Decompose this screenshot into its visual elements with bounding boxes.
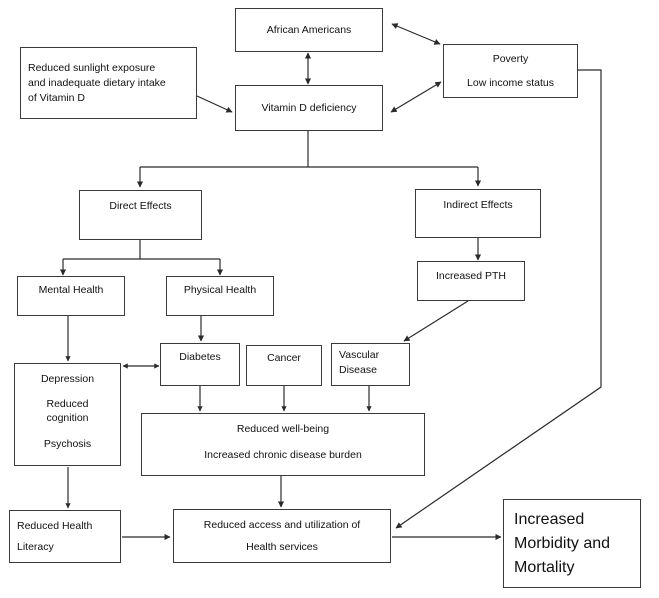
node-depression-line-2: Reduced — [46, 398, 89, 411]
node-indirect-effects-line-1: Indirect Effects — [443, 199, 513, 211]
node-african-americans[interactable]: African Americans — [235, 8, 383, 52]
node-increased-pth[interactable]: Increased PTH — [417, 261, 525, 301]
edge-sunlight-to-vitd — [196, 95, 233, 113]
node-reduced-access[interactable]: Reduced access and utilization of Health… — [173, 509, 391, 563]
node-increased-morbidity[interactable]: Increased Morbidity and Mortality — [503, 499, 641, 588]
node-vascular-disease-line-1: Vascular — [339, 349, 380, 361]
node-vascular-disease[interactable]: Vascular Disease — [331, 343, 410, 386]
node-diabetes-line-1: Diabetes — [179, 351, 221, 363]
node-reduced-health-literacy-line-1: Reduced Health — [17, 520, 93, 533]
node-depression-line-3: cognition — [46, 412, 89, 425]
node-increased-morbidity-line-3: Mortality — [514, 558, 575, 576]
node-mental-health-line-1: Mental Health — [38, 284, 104, 296]
node-reduced-access-line-2: Health services — [246, 540, 318, 553]
node-reduced-sunlight[interactable]: Reduced sunlight exposure and inadequate… — [20, 47, 197, 119]
node-reduced-wellbeing[interactable]: Reduced well-being Increased chronic dis… — [141, 413, 425, 476]
node-reduced-wellbeing-line-1: Reduced well-being — [236, 423, 330, 435]
edge-pth-to-vascular — [403, 300, 469, 342]
node-reduced-sunlight-line-2: and inadequate dietary intake — [28, 76, 166, 89]
edge-vitd-poverty — [390, 81, 442, 113]
node-poverty-line-1: Poverty — [492, 53, 529, 66]
node-increased-pth-line-1: Increased PTH — [435, 270, 507, 282]
node-increased-morbidity-line-2: Morbidity and — [514, 534, 611, 552]
node-depression-line-1: Depression — [40, 373, 95, 385]
node-direct-effects-line-1: Direct Effects — [109, 200, 172, 212]
node-increased-morbidity-line-1: Increased — [514, 510, 585, 528]
node-reduced-sunlight-line-1: Reduced sunlight exposure — [28, 61, 156, 74]
node-depression[interactable]: Depression Reduced cognition Psychosis — [14, 363, 121, 466]
node-reduced-wellbeing-line-2: Increased chronic disease burden — [204, 449, 362, 462]
node-african-americans-line-1: African Americans — [266, 23, 352, 36]
node-vascular-disease-line-2: Disease — [339, 364, 377, 377]
node-reduced-health-literacy[interactable]: Reduced Health Literacy — [9, 510, 121, 563]
node-mental-health[interactable]: Mental Health — [17, 276, 125, 316]
node-vitamin-d-deficiency[interactable]: Vitamin D deficiency — [235, 85, 383, 131]
node-poverty[interactable]: Poverty Low income status — [443, 44, 578, 98]
node-diabetes[interactable]: Diabetes — [160, 343, 240, 386]
node-reduced-sunlight-line-3: of Vitamin D — [28, 92, 85, 105]
node-vitamin-d-deficiency-line-1: Vitamin D deficiency — [261, 101, 357, 114]
node-cancer-line-1: Cancer — [267, 352, 301, 364]
node-indirect-effects[interactable]: Indirect Effects — [415, 189, 541, 238]
node-reduced-health-literacy-line-2: Literacy — [17, 540, 54, 553]
node-depression-line-4: Psychosis — [43, 437, 92, 450]
node-reduced-access-line-1: Reduced access and utilization of — [203, 519, 361, 532]
node-direct-effects[interactable]: Direct Effects — [79, 190, 202, 240]
edge-africanamericans-poverty — [391, 23, 441, 45]
node-physical-health[interactable]: Physical Health — [166, 276, 274, 316]
node-physical-health-line-1: Physical Health — [183, 284, 257, 296]
node-cancer[interactable]: Cancer — [246, 345, 322, 386]
node-poverty-line-2: Low income status — [467, 76, 554, 89]
